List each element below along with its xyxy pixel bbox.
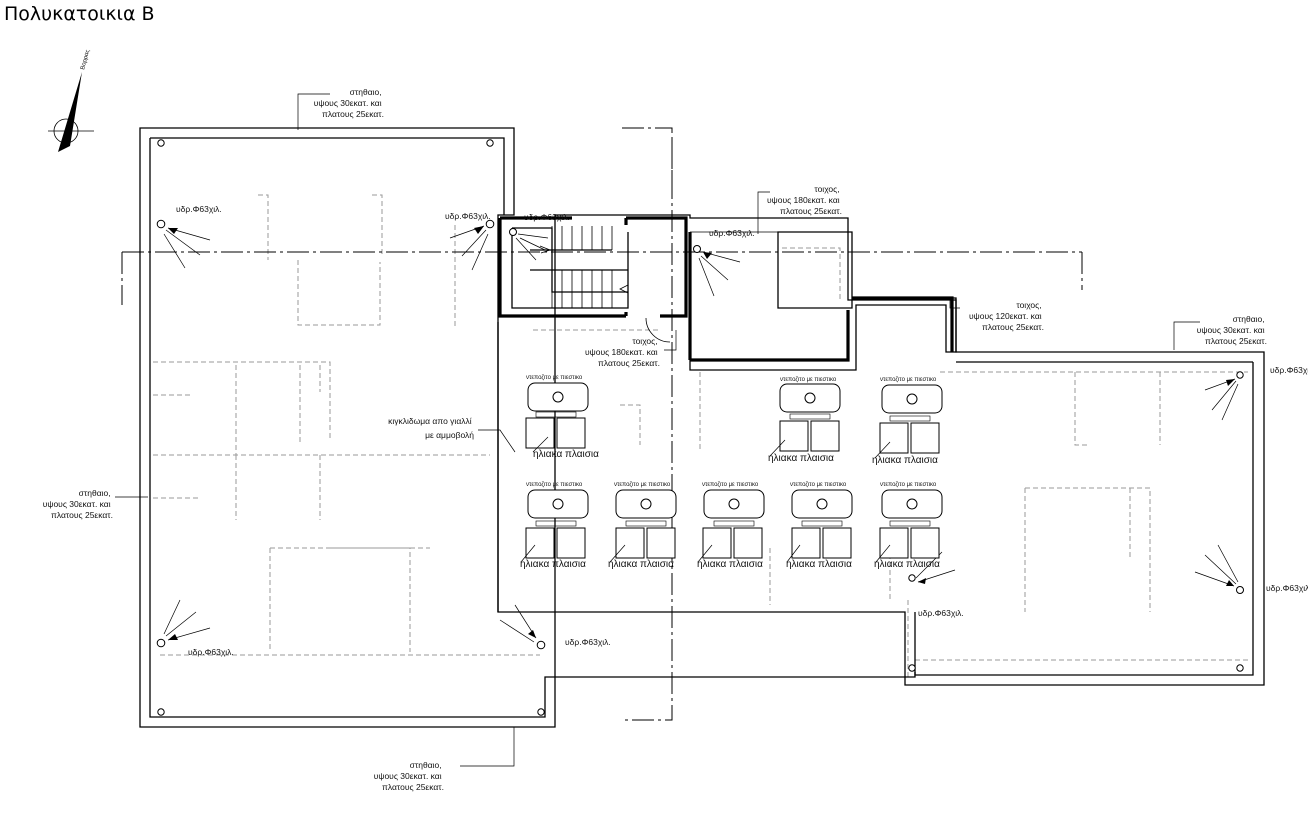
drain-label: υδρ.Φ63χιλ.: [524, 212, 570, 222]
panel-label: ηλιακα πλαισια: [874, 559, 940, 570]
heater-unit: [879, 489, 943, 559]
panel-label: ηλιακα πλαισια: [697, 559, 763, 570]
heater-unit: [879, 384, 943, 454]
panel-label: ηλιακα πλαισια: [872, 455, 938, 466]
drain-point: [1236, 664, 1244, 672]
heater-label: ντεποζιτο με πιεστικο: [526, 482, 583, 488]
drain-label: υδρ.Φ63χιλ.: [1270, 365, 1308, 375]
heater-unit: [779, 383, 841, 452]
parapet-bottom-callout: στηθαιο, υψους 30εκατ. και πλατους 25εκα…: [374, 760, 444, 792]
wall-120-callout: τοιχος, υψους 120εκατ. και πλατους 25εκα…: [969, 300, 1044, 332]
heater-unit: [525, 382, 589, 449]
axis-lines: [121, 127, 1083, 721]
drain-label: υδρ.Φ63χιλ.: [918, 608, 964, 618]
drain-point: [157, 708, 165, 716]
drain-label: υδρ.Φ63χιλ.: [445, 211, 491, 221]
drain-point: [908, 574, 916, 582]
drain-point: [509, 228, 517, 236]
drain-label: υδρ.Φ63χιλ.: [188, 647, 234, 657]
drain-point: [1236, 586, 1244, 594]
panel-label: ηλιακα πλαισια: [768, 453, 834, 464]
callout-leaders: [115, 93, 1200, 767]
north-label: Βορρας: [80, 49, 91, 70]
wall-180-mid-callout: τοιχος, υψους 180εκατ. και πλατους 25εκα…: [585, 336, 660, 368]
drain-point: [486, 139, 494, 147]
roof-drains: [156, 139, 1244, 716]
slope-arrows: [163, 225, 1239, 643]
railing-callout: κιγκλιδωμα απο γιαλλί με αμμοβολή: [388, 416, 474, 440]
drain-labels: υδρ.Φ63χιλ. υδρ.Φ63χιλ. υδρ.Φ63χιλ. υδρ.…: [176, 204, 1308, 657]
drain-point: [536, 640, 546, 650]
drain-label: υδρ.Φ63χιλ.: [709, 228, 755, 238]
callouts: στηθαιο, υψους 30εκατ. και πλατους 25εκα…: [43, 87, 1267, 792]
drain-point: [1236, 371, 1244, 379]
stair-core: [498, 216, 688, 343]
north-arrow-icon: Βορρας: [48, 49, 94, 152]
heater-unit: [615, 489, 677, 559]
heater-label: ντεποζιτο με πιεστικο: [702, 482, 759, 488]
roof-outline: [139, 127, 1265, 728]
panel-label: ηλιακα πλαισια: [520, 559, 586, 570]
drain-label: υδρ.Φ63χιλ.: [565, 637, 611, 647]
heater-label: ντεποζιτο με πιεστικο: [614, 482, 671, 488]
drain-label: υδρ.Φ63χιλ.: [1266, 583, 1308, 593]
heater-label: ντεποζιτο με πιεστικο: [790, 482, 847, 488]
heater-label: ντεποζιτο με πιεστικο: [880, 377, 937, 383]
drain-label: υδρ.Φ63χιλ.: [176, 204, 222, 214]
drain-point: [485, 219, 495, 229]
drain-point: [908, 664, 916, 672]
solar-heaters: [525, 382, 943, 559]
drain-point: [156, 638, 166, 648]
heater-unit: [525, 489, 589, 559]
panel-label: ηλιακα πλαισια: [608, 559, 674, 570]
heater-labels: ντεποζιτο με πιεστικο ντεποζιτο με πιεστ…: [526, 375, 937, 488]
wall-180-top-callout: τοιχος, υψους 180εκατ. και πλατους 25εκα…: [767, 184, 842, 216]
drain-point: [157, 139, 165, 147]
drain-point: [156, 219, 166, 229]
heater-label: ντεποζιτο με πιεστικο: [880, 482, 937, 488]
panel-label: ηλιακα πλαισια: [786, 559, 852, 570]
parapet-top-callout: στηθαιο, υψους 30εκατ. και πλατους 25εκα…: [314, 87, 384, 119]
parapet-left-callout: στηθαιο, υψους 30εκατ. και πλατους 25εκα…: [43, 488, 113, 520]
panel-labels: ηλιακα πλαισια ηλιακα πλαισια ηλιακα πλα…: [520, 436, 940, 570]
parapet-right-callout: στηθαιο, υψους 30εκατ. και πλατους 25εκα…: [1197, 314, 1267, 346]
lower-floor-ghost-lines: [153, 194, 1248, 680]
drain-point: [537, 708, 545, 716]
heater-label: ντεποζιτο με πιεστικο: [526, 375, 583, 381]
heater-unit: [791, 489, 853, 559]
drain-point: [693, 245, 701, 253]
heater-unit: [702, 489, 765, 559]
panel-label: ηλιακα πλαισια: [533, 449, 599, 460]
heater-label: ντεποζιτο με πιεστικο: [780, 377, 837, 383]
drawing-title: Πολυκατοικια Β: [4, 3, 155, 25]
